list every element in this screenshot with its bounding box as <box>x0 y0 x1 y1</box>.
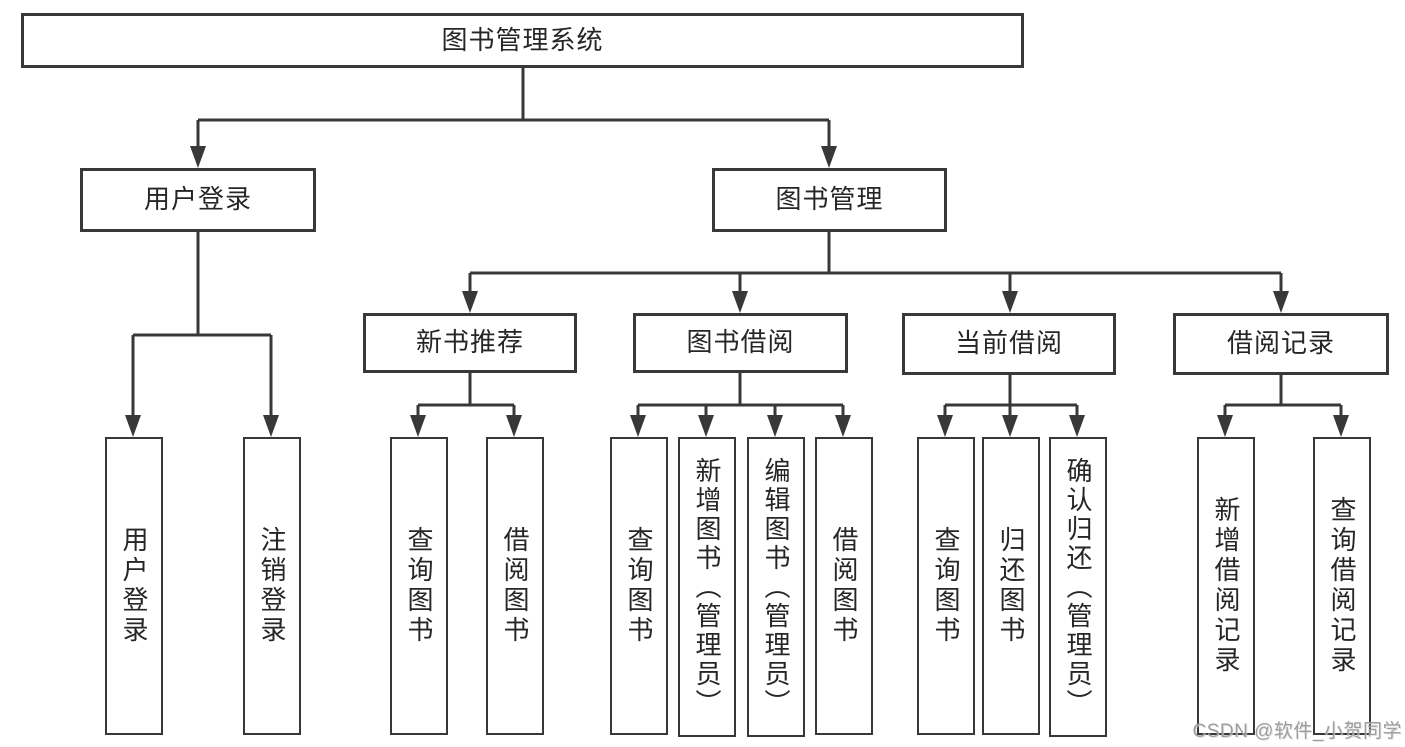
node-borrowing-records: 借阅记录 <box>1173 313 1389 375</box>
leaf-add-borrow-record: 新增借阅记录 <box>1197 437 1255 735</box>
node-book-borrowing: 图书借阅 <box>633 313 848 373</box>
leaf-confirm-return-admin: 确认归还（管理员） <box>1049 437 1107 737</box>
leaf-add-books-admin: 新增图书（管理员） <box>678 437 736 737</box>
node-label: 借阅记录 <box>1226 328 1335 359</box>
csdn-watermark: CSDN @软件_小贺同学 <box>1192 721 1402 742</box>
leaf-query-borrow-record: 查询借阅记录 <box>1313 437 1371 735</box>
leaf-label: 查询图书 <box>931 526 961 646</box>
leaf-label: 注销登录 <box>257 526 287 646</box>
leaf-label: 查询借阅记录 <box>1327 496 1357 676</box>
leaf-label: 查询图书 <box>404 526 434 646</box>
leaf-label: 借阅图书 <box>829 526 859 646</box>
leaf-borrow-books-borrowing: 借阅图书 <box>815 437 873 735</box>
node-label: 图书管理 <box>775 184 884 215</box>
node-label: 图书管理系统 <box>441 24 604 55</box>
node-book-management: 图书管理 <box>712 168 947 232</box>
leaf-label: 借阅图书 <box>500 526 530 646</box>
leaf-label: 用户登录 <box>119 526 149 646</box>
node-label: 用户登录 <box>143 184 252 215</box>
leaf-logout: 注销登录 <box>243 437 301 735</box>
leaf-query-books-recommend: 查询图书 <box>390 437 448 735</box>
leaf-query-books-current: 查询图书 <box>917 437 975 735</box>
node-user-login: 用户登录 <box>80 168 316 232</box>
node-new-book-recommend: 新书推荐 <box>363 313 577 373</box>
leaf-label: 新增图书（管理员） <box>692 456 722 718</box>
leaf-label: 新增借阅记录 <box>1211 496 1241 676</box>
leaf-label: 查询图书 <box>624 526 654 646</box>
leaf-query-books-borrowing: 查询图书 <box>610 437 668 735</box>
node-label: 图书借阅 <box>686 327 795 358</box>
node-library-management-system: 图书管理系统 <box>21 13 1024 68</box>
node-label: 当前借阅 <box>954 328 1063 359</box>
leaf-edit-books-admin: 编辑图书（管理员） <box>747 437 805 737</box>
node-label: 新书推荐 <box>415 327 524 358</box>
leaf-label: 编辑图书（管理员） <box>761 456 791 718</box>
leaf-label: 确认归还（管理员） <box>1063 456 1093 718</box>
node-current-borrowing: 当前借阅 <box>902 313 1116 375</box>
leaf-borrow-books-recommend: 借阅图书 <box>486 437 544 735</box>
leaf-user-login: 用户登录 <box>105 437 163 735</box>
leaf-label: 归还图书 <box>996 526 1026 646</box>
leaf-return-books: 归还图书 <box>982 437 1040 735</box>
